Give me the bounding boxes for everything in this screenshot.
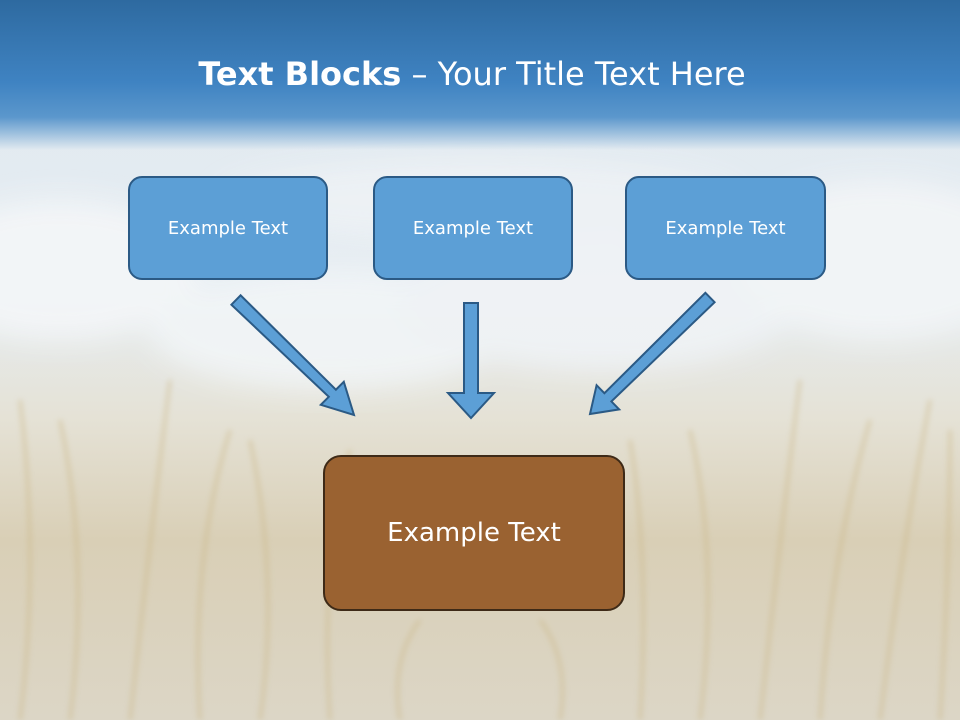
text-block-center[interactable]: Example Text xyxy=(373,176,573,280)
title-rest-part: – Your Title Text Here xyxy=(401,55,746,93)
text-block-center-label: Example Text xyxy=(412,217,534,239)
arrow-left-diagonal xyxy=(229,293,356,417)
slide-title: Text Blocks – Your Title Text Here xyxy=(0,55,944,93)
text-block-right-label: Example Text xyxy=(665,217,786,239)
arrow-right-diagonal xyxy=(588,291,717,416)
main-text-block[interactable]: Example Text xyxy=(323,455,625,611)
arrow-center-down xyxy=(445,302,497,420)
text-block-left-label: Example Text xyxy=(167,217,289,239)
text-block-right[interactable]: Example Text xyxy=(625,176,826,280)
main-text-block-label: Example Text xyxy=(387,518,561,548)
text-block-left[interactable]: Example Text xyxy=(128,176,328,280)
title-bold-part: Text Blocks xyxy=(198,55,402,93)
title-banner xyxy=(0,0,960,150)
